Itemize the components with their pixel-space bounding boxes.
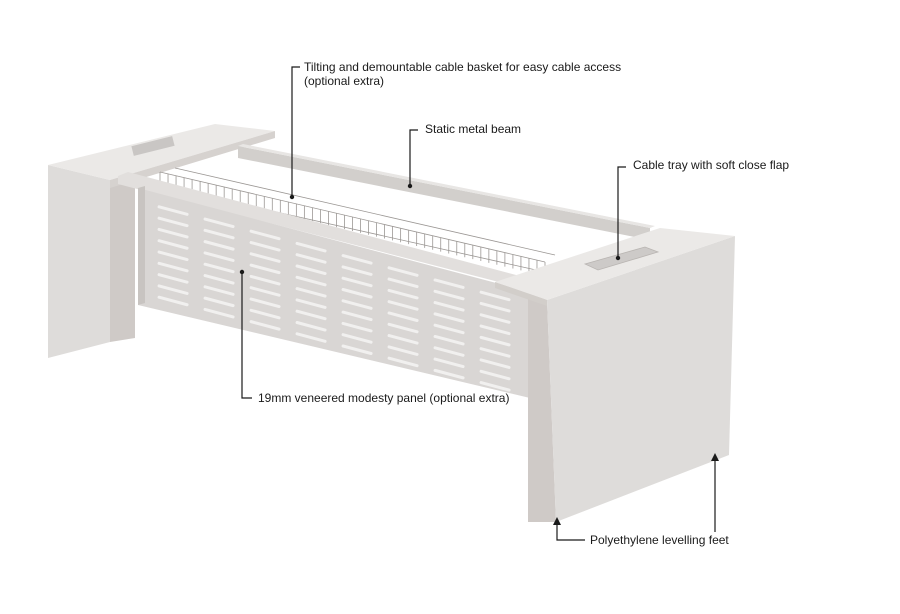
panel-slot bbox=[341, 310, 373, 322]
left-end-panel bbox=[48, 124, 275, 358]
panel-slot bbox=[249, 297, 281, 309]
panel-slot bbox=[295, 275, 327, 287]
panel-slot bbox=[479, 313, 511, 324]
arrow-up-icon bbox=[711, 453, 719, 461]
panel-slot bbox=[387, 322, 419, 334]
panel-slot bbox=[479, 347, 511, 358]
panel-slot bbox=[157, 205, 189, 216]
panel-slot bbox=[341, 287, 373, 299]
panel-slot bbox=[433, 346, 465, 357]
panel-slot bbox=[387, 277, 419, 289]
modesty-panel bbox=[138, 186, 530, 398]
panel-slot bbox=[203, 274, 235, 285]
arrow-up-icon bbox=[553, 517, 561, 525]
panel-slot bbox=[203, 285, 235, 296]
panel-slot bbox=[295, 287, 327, 298]
panel-slot bbox=[203, 240, 235, 251]
panel-slot bbox=[387, 300, 419, 311]
right-end-panel bbox=[495, 228, 735, 522]
panel-slot bbox=[433, 301, 465, 312]
panel-slot bbox=[249, 252, 281, 263]
cable-tray-flap bbox=[583, 246, 660, 271]
panel-slot bbox=[249, 241, 281, 252]
panel-slot bbox=[157, 250, 189, 262]
panel-slot bbox=[249, 286, 281, 297]
panel-slot bbox=[341, 333, 373, 344]
basket-wire bbox=[174, 167, 556, 256]
front-rail bbox=[118, 172, 535, 290]
panel-slot bbox=[433, 278, 465, 289]
panel-slot bbox=[295, 332, 327, 343]
panel-slot bbox=[295, 253, 327, 264]
panel-slot bbox=[479, 290, 511, 302]
panel-slot bbox=[203, 251, 235, 262]
panel-slot bbox=[157, 295, 189, 307]
panel-slot bbox=[433, 323, 465, 335]
panel-slot bbox=[341, 299, 373, 310]
panel-slot bbox=[157, 216, 189, 228]
panel-slot bbox=[157, 273, 189, 284]
label-modesty-panel: 19mm veneered modesty panel (optional ex… bbox=[258, 391, 510, 405]
panel-slot bbox=[341, 321, 373, 333]
label-metal-beam: Static metal beam bbox=[425, 122, 522, 136]
panel-slot bbox=[387, 311, 419, 322]
panel-slot bbox=[479, 369, 511, 381]
panel-slot bbox=[203, 217, 235, 229]
panel-slot bbox=[295, 309, 327, 321]
panel-slot bbox=[249, 229, 281, 241]
leader-markers bbox=[239, 183, 719, 525]
label-levelling-feet: Polyethylene levelling feet bbox=[590, 533, 729, 547]
panel-slot bbox=[341, 265, 373, 276]
cable-port-left bbox=[131, 136, 175, 156]
panel-slot bbox=[295, 264, 327, 276]
panel-slot bbox=[387, 334, 419, 345]
leader-lines bbox=[241, 66, 716, 541]
panel-slot bbox=[249, 274, 281, 286]
panel-slot bbox=[249, 320, 281, 331]
panel-slot bbox=[479, 324, 511, 336]
panel-slot bbox=[203, 262, 235, 274]
panel-slot bbox=[203, 228, 235, 240]
panel-slot bbox=[157, 261, 189, 273]
panel-slot bbox=[387, 345, 419, 356]
label-cable-basket-line1: Tilting and demountable cable basket for… bbox=[304, 60, 622, 74]
label-cable-basket-line2: (optional extra) bbox=[304, 74, 385, 88]
panel-slot bbox=[341, 344, 373, 356]
panel-slot bbox=[203, 296, 235, 308]
static-metal-beam bbox=[238, 146, 650, 240]
panel-slot bbox=[479, 381, 511, 392]
panel-slot bbox=[295, 298, 327, 309]
panel-slot bbox=[479, 335, 511, 347]
panel-slot bbox=[295, 321, 327, 332]
panel-slot bbox=[341, 254, 373, 265]
panel-slot bbox=[433, 368, 465, 380]
panel-slot bbox=[249, 308, 281, 320]
panel-slot bbox=[157, 239, 189, 250]
panel-slot bbox=[479, 358, 511, 369]
panel-slot bbox=[387, 288, 419, 300]
panel-slot bbox=[387, 356, 419, 368]
label-cable-basket: Tilting and demountable cable basket for… bbox=[304, 60, 621, 88]
panel-slot bbox=[433, 357, 465, 369]
panel-slot bbox=[295, 241, 327, 253]
panel-slot bbox=[157, 284, 189, 295]
panel-slot bbox=[433, 289, 465, 301]
panel-slot bbox=[341, 276, 373, 288]
panel-slot bbox=[433, 312, 465, 323]
panel-slot bbox=[249, 263, 281, 275]
label-cable-tray: Cable tray with soft close flap bbox=[633, 158, 790, 172]
panel-slot bbox=[203, 307, 235, 319]
panel-slot bbox=[387, 266, 419, 277]
panel-slot bbox=[479, 301, 511, 313]
panel-slot bbox=[157, 227, 189, 239]
panel-slot bbox=[433, 334, 465, 346]
